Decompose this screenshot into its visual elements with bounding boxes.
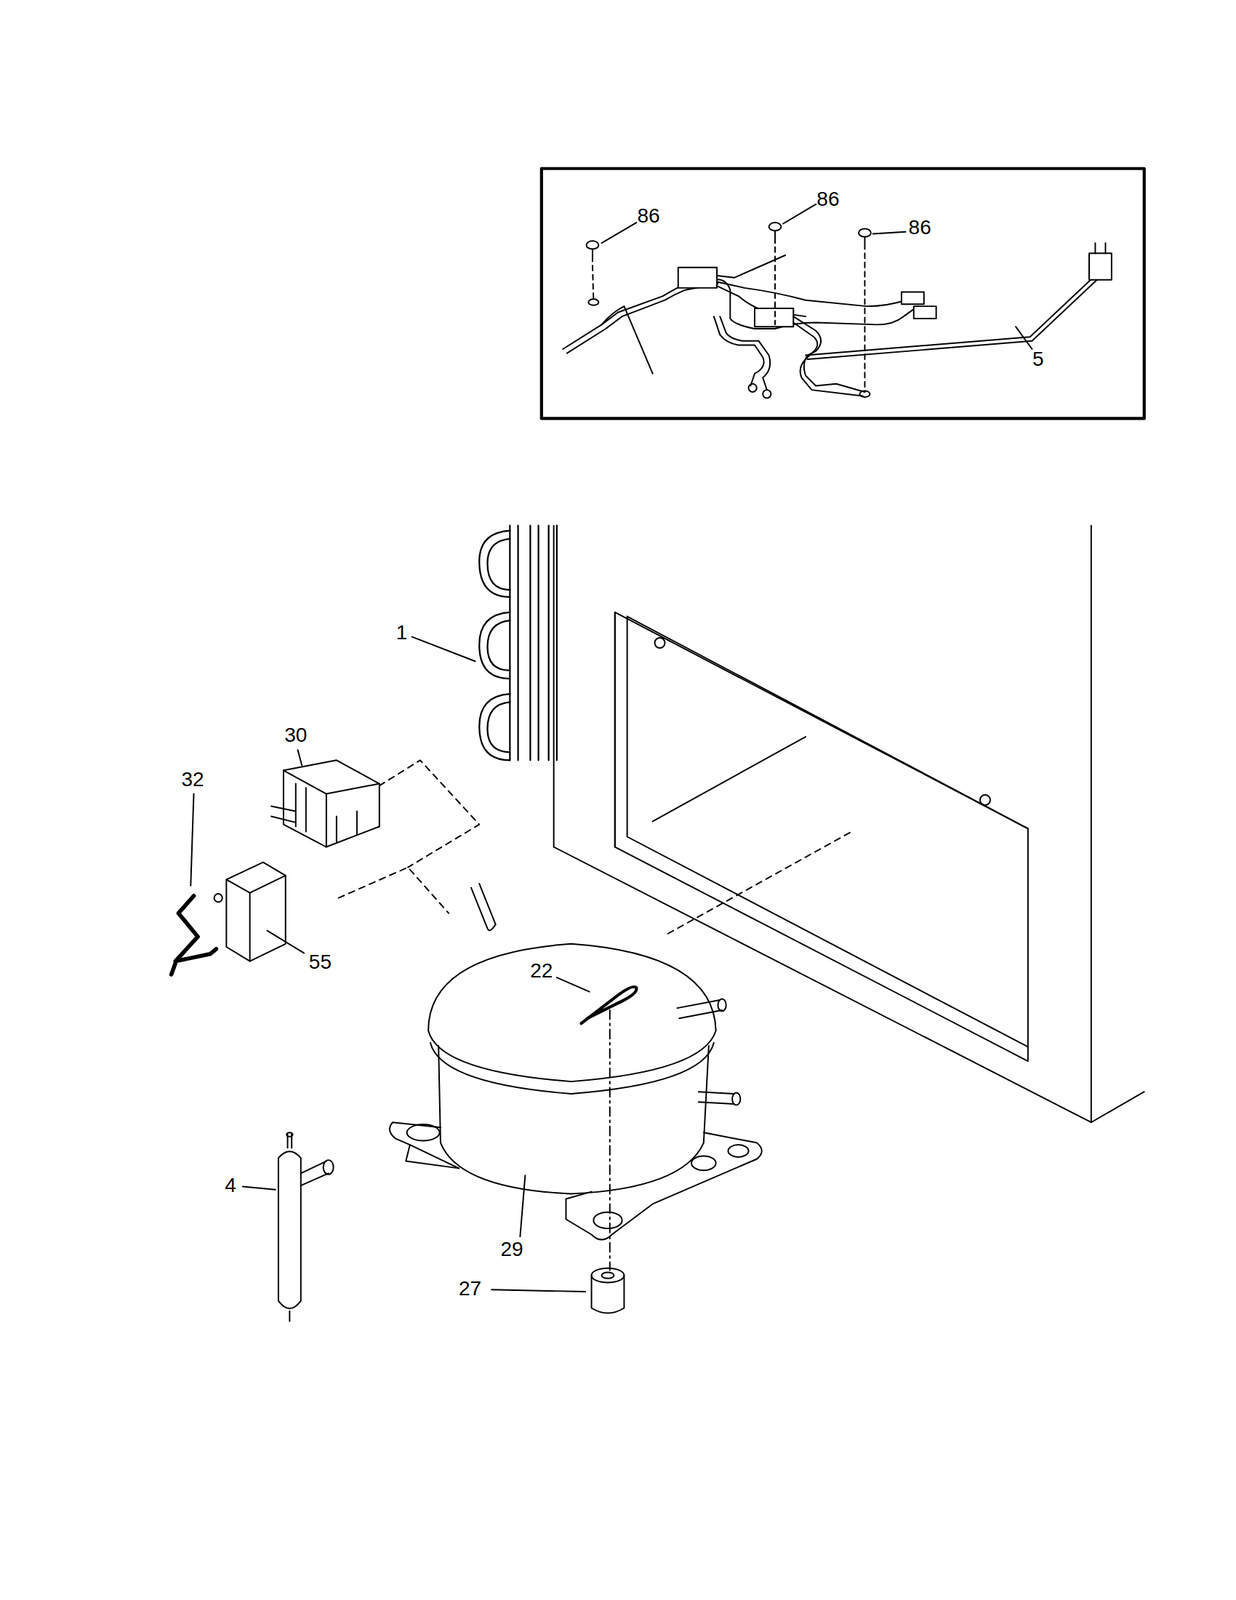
wire-lead [175, 895, 216, 962]
leader-line [298, 749, 303, 765]
leader-line [266, 930, 304, 954]
wire-lead [171, 962, 176, 974]
callout-number: 22 [530, 960, 553, 981]
callout-number: 32 [181, 769, 205, 790]
mounting-outline [338, 867, 449, 914]
leader-line [412, 636, 476, 662]
center-line [609, 1009, 611, 1271]
start-relay [271, 759, 380, 847]
grommet [591, 1267, 625, 1314]
compressor [389, 883, 762, 1240]
screws [586, 222, 872, 392]
leader-line [519, 1174, 525, 1236]
callout-number: 86 [816, 189, 840, 210]
callout-number: 1 [396, 622, 408, 643]
leader-line [190, 793, 194, 886]
wiring-harness [562, 242, 1112, 398]
callout-number: 5 [1032, 348, 1045, 370]
inset-frame [541, 168, 1145, 419]
callout-number: 30 [284, 724, 307, 746]
callout-number: 27 [458, 1278, 482, 1299]
overload-protector [214, 862, 286, 962]
callout-number: 86 [637, 205, 661, 227]
callout-number: 86 [908, 217, 932, 238]
leader-line [491, 1289, 586, 1292]
mounting-outline [379, 759, 480, 867]
callout-number: 29 [500, 1238, 524, 1260]
filter-drier [278, 1132, 334, 1321]
leader-line [556, 977, 590, 992]
leader-lines [602, 204, 1033, 349]
cabinet [554, 525, 1145, 1123]
condenser-coil [479, 525, 557, 761]
callout-number: 55 [309, 951, 332, 973]
leader-line [242, 1186, 276, 1190]
callout-number: 4 [224, 1174, 237, 1196]
